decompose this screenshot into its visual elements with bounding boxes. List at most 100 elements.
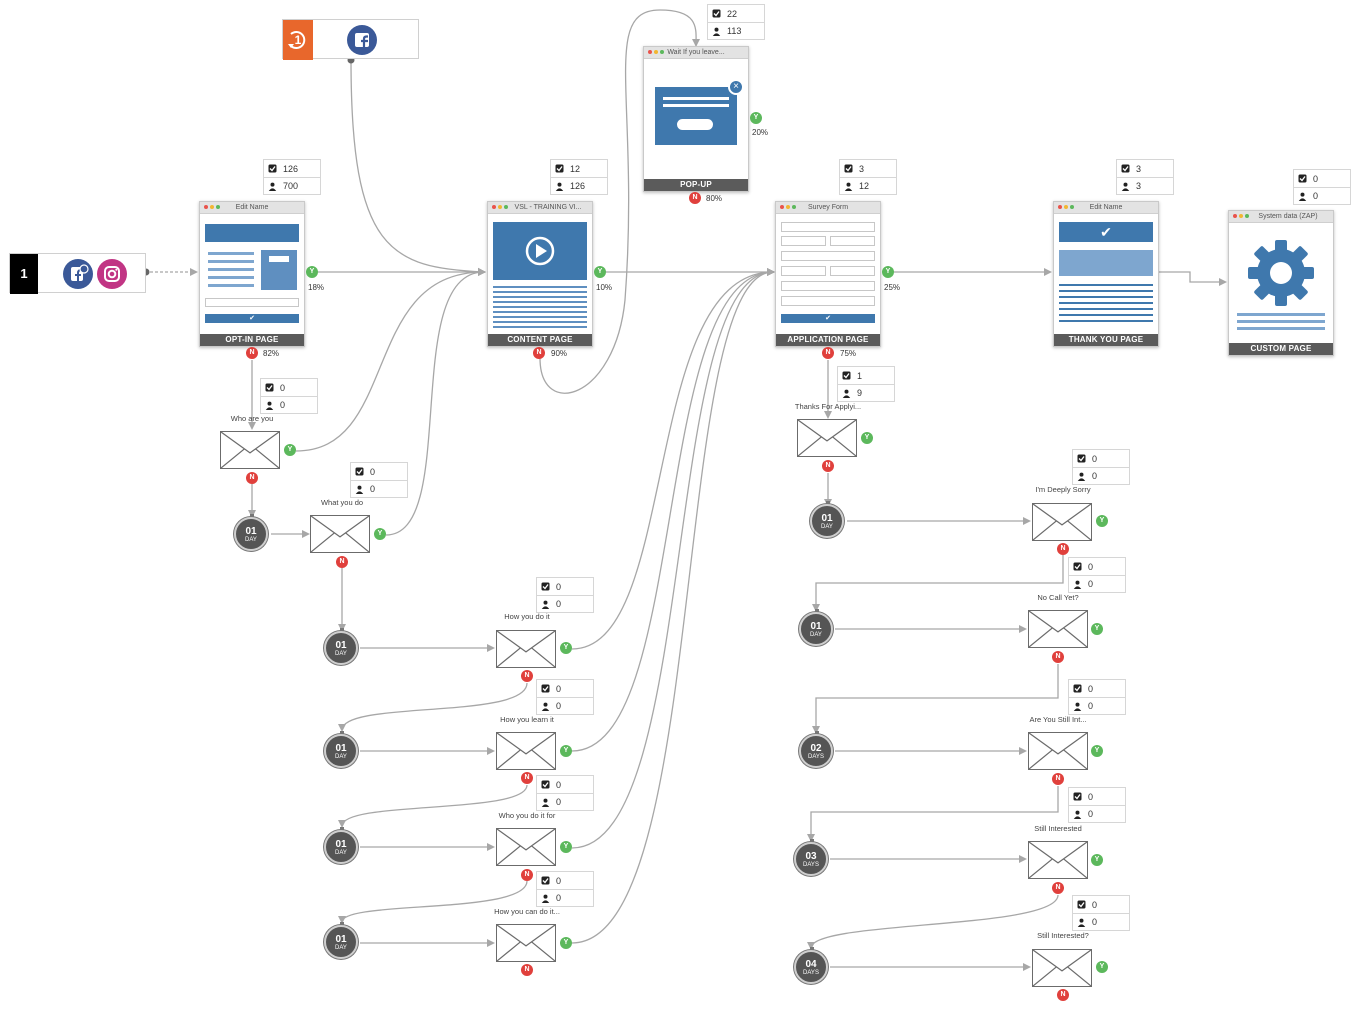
email-yes-badge[interactable]: Y xyxy=(284,444,296,456)
application-page-node[interactable]: Survey Form ✔ APPLICATION PAGE xyxy=(775,201,881,347)
popup-stats: 22 113 xyxy=(707,4,765,40)
email-node[interactable] xyxy=(1032,949,1092,987)
email-node[interactable] xyxy=(310,515,370,553)
application-yes-badge[interactable]: Y xyxy=(882,266,894,278)
thankyou-page-node[interactable]: Edit Name ✔ THANK YOU PAGE xyxy=(1053,201,1159,347)
email-yes-badge[interactable]: Y xyxy=(1096,961,1108,973)
email-no-badge[interactable]: N xyxy=(521,772,533,784)
email-no-badge[interactable]: N xyxy=(1052,882,1064,894)
facebook-ads-icon xyxy=(63,259,93,289)
content-no-badge[interactable]: N xyxy=(533,347,545,359)
email-no-badge[interactable]: N xyxy=(1057,543,1069,555)
user-icon xyxy=(1073,580,1082,589)
email-yes-badge[interactable]: Y xyxy=(1096,515,1108,527)
checkbox-icon xyxy=(555,164,564,173)
application-stats: 3 12 xyxy=(839,159,897,195)
email-node[interactable] xyxy=(1028,841,1088,879)
email-label: What you do xyxy=(320,498,364,507)
email-no-badge[interactable]: N xyxy=(1052,773,1064,785)
traffic-source-node[interactable]: 1 xyxy=(9,253,146,294)
email-yes-badge[interactable]: Y xyxy=(861,432,873,444)
email-node[interactable] xyxy=(496,732,556,770)
email-no-badge[interactable]: N xyxy=(521,670,533,682)
email-no-badge[interactable]: N xyxy=(521,869,533,881)
timer-unit: DAY xyxy=(810,632,822,638)
top-traffic-node[interactable]: 1 xyxy=(282,19,419,60)
popup-page-node[interactable]: Wait If you leave... × POP-UP xyxy=(643,46,749,192)
content-page-node[interactable]: VSL - TRAINING VI... CONTENT PAGE xyxy=(487,201,593,347)
timer-unit: DAYS xyxy=(808,754,824,760)
timer-unit: DAY xyxy=(335,850,347,856)
user-icon xyxy=(712,27,721,36)
wire-fb-content xyxy=(350,59,486,276)
custom-page-node[interactable]: System data (ZAP) CUSTOM PAGE xyxy=(1228,210,1334,356)
popup-yes-badge[interactable]: Y xyxy=(750,112,762,124)
email-no-badge[interactable]: N xyxy=(1057,989,1069,1001)
email-yes-badge[interactable]: Y xyxy=(374,528,386,540)
email-yes-badge[interactable]: Y xyxy=(560,937,572,949)
timer-unit: DAY xyxy=(335,945,347,951)
optin-no-badge[interactable]: N xyxy=(246,347,258,359)
email-label: No Call Yet? xyxy=(1037,593,1079,602)
application-thumbnail: ✔ xyxy=(776,214,880,334)
thankyou-footer: THANK YOU PAGE xyxy=(1054,334,1158,346)
email-no-badge[interactable]: N xyxy=(336,556,348,568)
checkbox-icon xyxy=(541,780,550,789)
email-no-badge[interactable]: N xyxy=(521,964,533,976)
checkbox-icon xyxy=(1077,454,1086,463)
user-icon xyxy=(541,798,550,807)
email-label: Still Interested? xyxy=(1037,931,1089,940)
email-yes-badge[interactable]: Y xyxy=(560,642,572,654)
email-node[interactable] xyxy=(1028,610,1088,648)
email-node[interactable] xyxy=(220,431,280,469)
envelope-icon xyxy=(497,925,555,961)
timer-unit: DAY xyxy=(245,537,257,543)
email-no-badge[interactable]: N xyxy=(822,460,834,472)
checkbox-icon xyxy=(265,383,274,392)
email-label: Thanks For Applyi... xyxy=(794,402,862,411)
email-yes-badge[interactable]: Y xyxy=(1091,623,1103,635)
application-no-badge[interactable]: N xyxy=(822,347,834,359)
custom-bar-title: System data (ZAP) xyxy=(1258,213,1318,220)
envelope-icon xyxy=(1029,611,1087,647)
email-yes-badge[interactable]: Y xyxy=(1091,745,1103,757)
email-node[interactable] xyxy=(496,630,556,668)
email-yes-badge[interactable]: Y xyxy=(1091,854,1103,866)
email-node[interactable] xyxy=(1028,732,1088,770)
checkbox-icon xyxy=(541,684,550,693)
email-no-badge[interactable]: N xyxy=(1052,651,1064,663)
optin-yes-badge[interactable]: Y xyxy=(306,266,318,278)
checkbox-icon xyxy=(355,467,364,476)
user-icon xyxy=(842,389,851,398)
email-yes-badge[interactable]: Y xyxy=(560,745,572,757)
email-node[interactable] xyxy=(496,924,556,962)
play-icon xyxy=(525,236,555,266)
optin-page-node[interactable]: Edit Name ✔ OPT-IN PAGE xyxy=(199,201,305,347)
email-node[interactable] xyxy=(1032,503,1092,541)
source-number-badge: 1 xyxy=(10,254,38,294)
timer-value: 01 xyxy=(335,934,347,945)
envelope-icon xyxy=(1029,842,1087,878)
envelope-icon xyxy=(497,631,555,667)
content-yes-badge[interactable]: Y xyxy=(594,266,606,278)
email-node[interactable] xyxy=(797,419,857,457)
popup-no-badge[interactable]: N xyxy=(689,192,701,204)
email-yes-badge[interactable]: Y xyxy=(560,841,572,853)
email-node[interactable] xyxy=(496,828,556,866)
email-no-badge[interactable]: N xyxy=(246,472,258,484)
timer-value: 04 xyxy=(805,959,817,970)
